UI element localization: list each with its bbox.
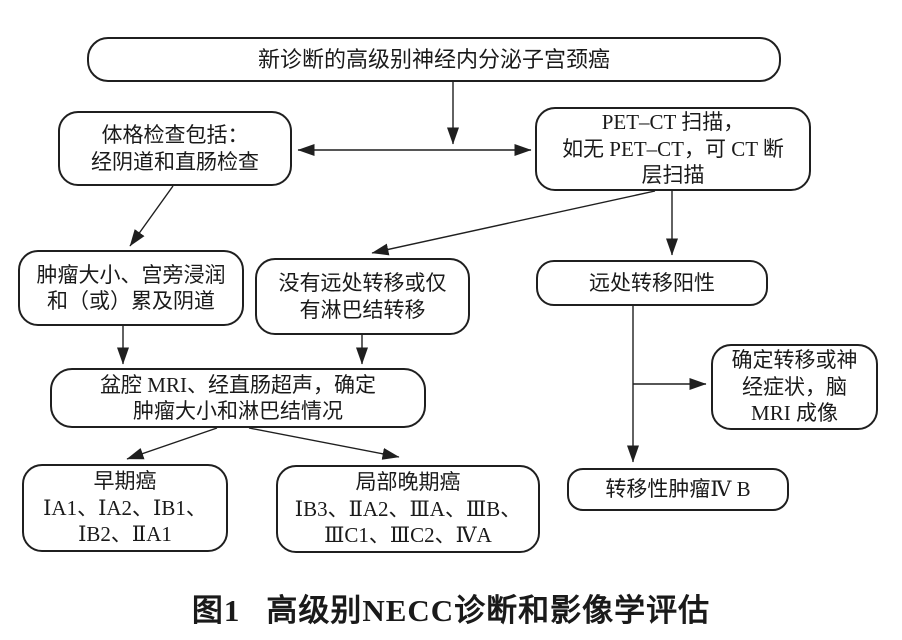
node-line: PET–CT 扫描，: [601, 110, 745, 135]
node-line: 和（或）累及阴道: [47, 289, 215, 313]
node-line: 经症状，脑: [742, 374, 847, 399]
node-line: 层扫描: [641, 163, 705, 188]
node-pelvic-mri: 盆腔 MRI、经直肠超声，确定 肿瘤大小和淋巴结情况: [50, 368, 426, 428]
node-line: 经阴道和直肠检查: [91, 149, 259, 174]
node-line: 转移性肿瘤Ⅳ B: [605, 477, 751, 502]
node-line: ⅢC1、ⅢC2、ⅣA: [324, 523, 492, 548]
node-tumor-extent: 肿瘤大小、宫旁浸润 和（或）累及阴道: [18, 250, 244, 326]
node-line: MRI 成像: [751, 401, 838, 426]
node-locally-advanced-cancer: 局部晚期癌 ⅠB3、ⅡA2、ⅢA、ⅢB、 ⅢC1、ⅢC2、ⅣA: [276, 465, 540, 553]
node-line: 肿瘤大小、宫旁浸润: [36, 262, 226, 287]
node-distant-mets-positive: 远处转移阳性: [536, 260, 768, 306]
node-line: ⅠA1、ⅠA2、ⅠB1、: [43, 495, 207, 520]
node-line: 局部晚期癌: [355, 470, 461, 495]
figure-caption: 图1 高级别NECC诊断和影像学评估: [0, 585, 902, 630]
node-line: ⅠB2、ⅡA1: [78, 522, 172, 547]
node-line: 没有远处转移或仅: [278, 271, 447, 296]
node-line: 确定转移或神: [731, 348, 858, 373]
node-no-distant-mets: 没有远处转移或仅 有淋巴结转移: [255, 258, 470, 335]
node-line: 早期癌: [93, 469, 157, 494]
node-pet-ct-scan: PET–CT 扫描， 如无 PET–CT，可 CT 断 层扫描: [535, 107, 811, 191]
node-metastatic-tumor: 转移性肿瘤Ⅳ B: [567, 468, 789, 511]
figure-caption-title: 高级别NECC诊断和影像学评估: [266, 593, 711, 628]
node-line: 肿瘤大小和淋巴结情况: [133, 399, 343, 423]
figure-caption-label: 图1: [191, 593, 241, 628]
node-line: 新诊断的高级别神经内分泌子宫颈癌: [257, 46, 610, 72]
node-physical-exam: 体格检查包括： 经阴道和直肠检查: [58, 111, 292, 186]
node-line: 远处转移阳性: [589, 270, 715, 295]
node-line: 有淋巴结转移: [299, 297, 426, 322]
node-line: 盆腔 MRI、经直肠超声，确定: [100, 372, 376, 397]
node-brain-mri: 确定转移或神 经症状，脑 MRI 成像: [711, 344, 878, 430]
node-early-stage-cancer: 早期癌 ⅠA1、ⅠA2、ⅠB1、 ⅠB2、ⅡA1: [22, 464, 228, 552]
node-new-diagnosis: 新诊断的高级别神经内分泌子宫颈癌: [87, 37, 781, 82]
node-line: 体格检查包括：: [101, 123, 249, 148]
node-line: 如无 PET–CT，可 CT 断: [562, 136, 784, 161]
node-line: ⅠB3、ⅡA2、ⅢA、ⅢB、: [294, 496, 522, 521]
